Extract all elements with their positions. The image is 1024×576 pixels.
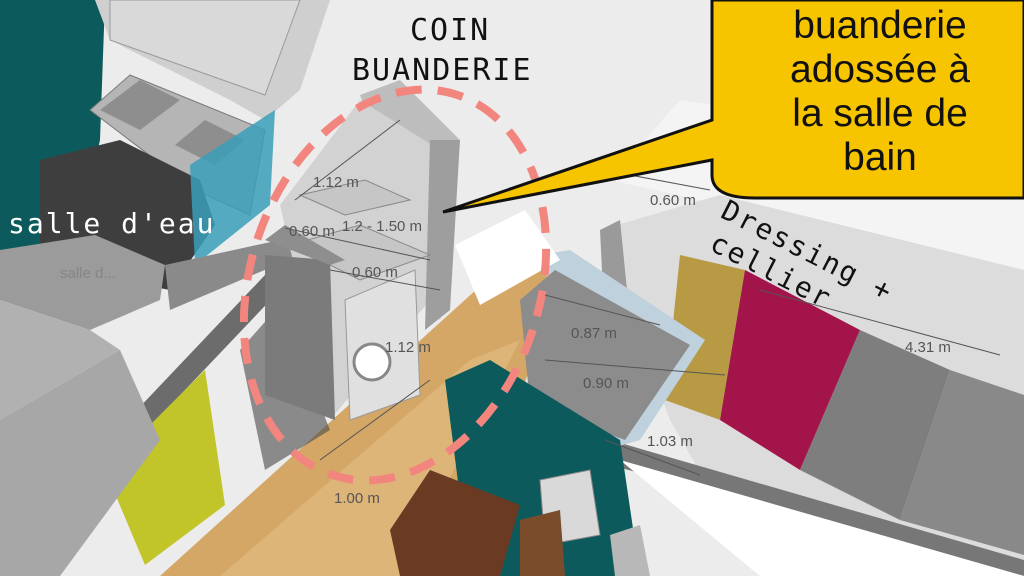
dim-0-60-m-dressing: 0.60 m bbox=[650, 192, 696, 209]
niche-top-white bbox=[455, 210, 560, 305]
dim-0-90-m: 0.90 m bbox=[583, 375, 629, 392]
yellow-sliding-door bbox=[105, 370, 225, 565]
laundry-partition-front bbox=[265, 255, 335, 420]
dim-1-12-m-lower: 1.12 m bbox=[385, 339, 431, 356]
sink-left bbox=[100, 80, 180, 130]
callout-bubble: buanderie adossée à la salle de bain bbox=[442, 0, 1024, 214]
floor-highlight bbox=[220, 340, 520, 576]
grey-panel-2 bbox=[900, 370, 1024, 555]
label-coin: COIN bbox=[410, 13, 490, 48]
callout-line-3: la salle de bbox=[792, 92, 968, 135]
mustard-panel bbox=[665, 255, 745, 420]
niche-wall bbox=[520, 270, 690, 440]
dim-0-87-m: 0.87 m bbox=[571, 325, 617, 342]
laundry-highlight-circle bbox=[239, 85, 551, 485]
burgundy-panel bbox=[720, 270, 860, 470]
label-buanderie: BUANDERIE bbox=[352, 53, 533, 88]
dimension-lines bbox=[284, 119, 1001, 476]
dressing-front-ledge bbox=[610, 440, 1024, 576]
callout-line-4: bain bbox=[843, 136, 917, 179]
label-salle-eau: salle d'eau bbox=[8, 207, 215, 240]
washing-machine bbox=[344, 269, 421, 421]
label-faint-room: salle d... bbox=[60, 265, 116, 282]
wooden-furniture-side bbox=[520, 510, 565, 576]
washing-machine-door bbox=[352, 342, 392, 382]
hall-wall-left bbox=[0, 350, 160, 576]
dim-4-31-m: 4.31 m bbox=[905, 339, 951, 356]
wall-panel-2 bbox=[610, 525, 650, 576]
dim-1-2-1-50-m: 1.2 - 1.50 m bbox=[342, 218, 422, 235]
dim-1-12-m-upper: 1.12 m bbox=[313, 174, 359, 191]
glass-shower-panel bbox=[190, 110, 275, 265]
bathroom-partition-side bbox=[0, 300, 120, 420]
laundry-partition-top bbox=[265, 225, 345, 265]
grey-panel-1 bbox=[800, 330, 950, 520]
dressing-front-white bbox=[620, 460, 1024, 576]
shelf-upper bbox=[298, 179, 412, 216]
laundry-side-wall bbox=[425, 140, 460, 330]
dim-0-60-m-left: 0.60 m bbox=[289, 223, 335, 240]
callout-line-2: adossée à bbox=[790, 48, 970, 91]
shelf-lower bbox=[288, 224, 432, 281]
callout-line-1: buanderie bbox=[793, 4, 966, 47]
wooden-furniture bbox=[390, 470, 520, 576]
bathroom-partition-top bbox=[0, 235, 165, 330]
bathroom-mirror bbox=[109, 0, 301, 96]
dim-1-00-m: 1.00 m bbox=[334, 490, 380, 507]
dim-1-03-m: 1.03 m bbox=[647, 433, 693, 450]
dim-0-60-m-mid: 0.60 m bbox=[352, 264, 398, 281]
